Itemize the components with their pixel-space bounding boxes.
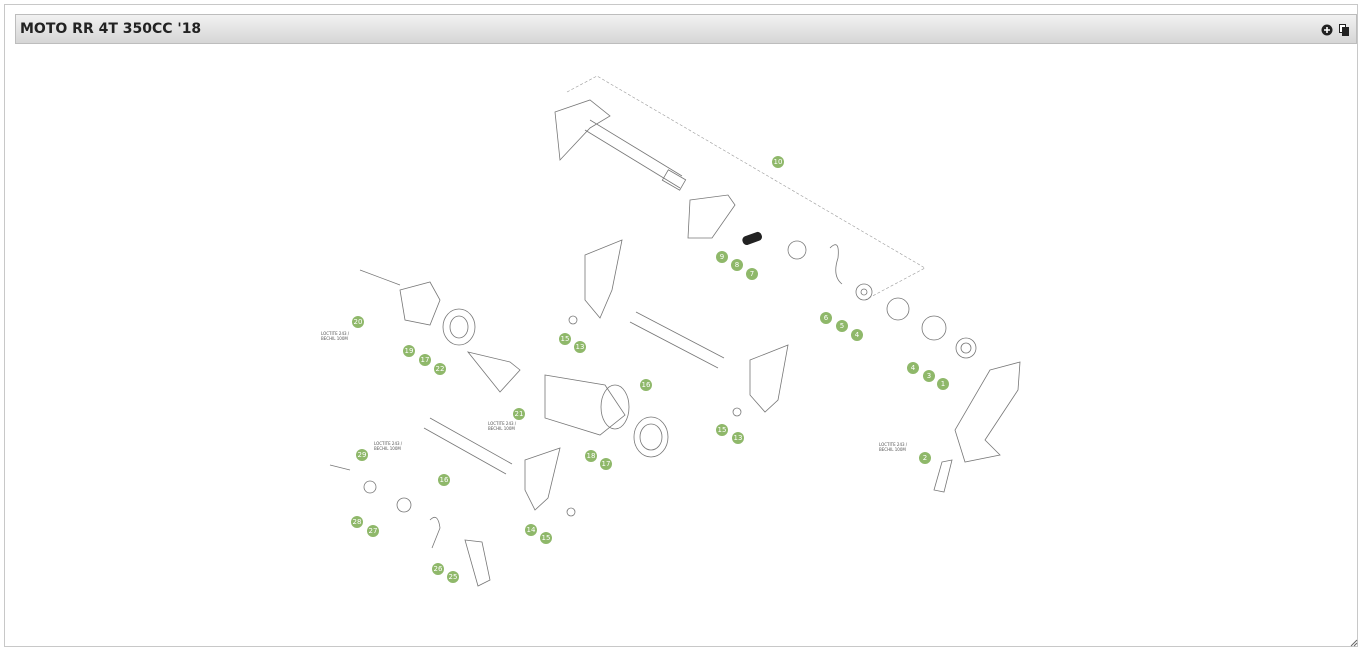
- callout-2[interactable]: 2: [919, 452, 931, 464]
- svg-text:7: 7: [750, 270, 754, 278]
- diagram-drawing: [329, 75, 1021, 587]
- callout-17a[interactable]: 17: [419, 354, 431, 366]
- svg-text:28: 28: [353, 518, 362, 526]
- callout-8[interactable]: 8: [731, 259, 743, 271]
- callout-25[interactable]: 25: [447, 571, 459, 583]
- svg-text:LOCTITE 243 /: LOCTITE 243 /: [879, 442, 908, 447]
- callout-15a[interactable]: 15: [559, 333, 571, 345]
- exploded-parts-diagram: 10 9 8 7 6 5 4 4 3 1 2 20 19 17 22 15 13…: [321, 75, 1021, 587]
- svg-text:26: 26: [434, 565, 443, 573]
- note-loctite-3: LOCTITE 243 /BECHIL 100M: [374, 441, 403, 451]
- callout-21[interactable]: 21: [513, 408, 525, 420]
- diagram-panel: MOTO RR 4T 350CC '18: [4, 4, 1358, 647]
- callout-26[interactable]: 26: [432, 563, 444, 575]
- svg-text:17: 17: [421, 356, 430, 364]
- svg-text:29: 29: [358, 451, 367, 459]
- callout-14[interactable]: 14: [525, 524, 537, 536]
- svg-text:15: 15: [561, 335, 570, 343]
- titlebar-icons: [1320, 23, 1350, 36]
- copy-icon[interactable]: [1337, 23, 1350, 36]
- callout-22[interactable]: 22: [434, 363, 446, 375]
- svg-text:LOCTITE 243 /: LOCTITE 243 /: [488, 421, 517, 426]
- callout-29[interactable]: 29: [356, 449, 368, 461]
- callout-15b[interactable]: 15: [716, 424, 728, 436]
- callout-16a[interactable]: 16: [640, 379, 652, 391]
- callout-7[interactable]: 7: [746, 268, 758, 280]
- svg-text:15: 15: [542, 534, 551, 542]
- svg-text:20: 20: [354, 318, 363, 326]
- svg-text:9: 9: [720, 253, 724, 261]
- note-loctite-1: LOCTITE 243 /BECHIL 100M: [321, 331, 350, 341]
- svg-text:15: 15: [718, 426, 727, 434]
- callout-5[interactable]: 5: [836, 320, 848, 332]
- svg-text:16: 16: [642, 381, 651, 389]
- callout-15c[interactable]: 15: [540, 532, 552, 544]
- svg-text:1: 1: [941, 380, 945, 388]
- callout-3[interactable]: 3: [923, 370, 935, 382]
- callout-13b[interactable]: 13: [732, 432, 744, 444]
- callout-20[interactable]: 20: [352, 316, 364, 328]
- svg-text:8: 8: [735, 261, 739, 269]
- svg-text:18: 18: [587, 452, 596, 460]
- svg-text:22: 22: [436, 365, 445, 373]
- callout-28[interactable]: 28: [351, 516, 363, 528]
- svg-text:27: 27: [369, 527, 378, 535]
- callout-19[interactable]: 19: [403, 345, 415, 357]
- callout-17b[interactable]: 17: [600, 458, 612, 470]
- svg-text:17: 17: [602, 460, 611, 468]
- svg-text:10: 10: [774, 158, 783, 166]
- note-loctite-4: LOCTITE 243 /BECHIL 100M: [879, 442, 908, 452]
- svg-text:4: 4: [855, 331, 860, 339]
- callout-13a[interactable]: 13: [574, 341, 586, 353]
- callout-9[interactable]: 9: [716, 251, 728, 263]
- svg-text:13: 13: [576, 343, 585, 351]
- resize-grip-icon[interactable]: [1348, 637, 1358, 647]
- add-circle-icon[interactable]: [1320, 23, 1333, 36]
- callout-4a[interactable]: 4: [851, 329, 863, 341]
- callout-1[interactable]: 1: [937, 378, 949, 390]
- callout-16b[interactable]: 16: [438, 474, 450, 486]
- svg-text:3: 3: [927, 372, 931, 380]
- svg-text:5: 5: [840, 322, 844, 330]
- svg-text:LOCTITE 243 /: LOCTITE 243 /: [321, 331, 350, 336]
- panel-titlebar: MOTO RR 4T 350CC '18: [15, 14, 1357, 44]
- svg-text:16: 16: [440, 476, 449, 484]
- svg-text:13: 13: [734, 434, 743, 442]
- callout-18[interactable]: 18: [585, 450, 597, 462]
- svg-text:BECHIL 100M: BECHIL 100M: [879, 447, 906, 452]
- callout-27[interactable]: 27: [367, 525, 379, 537]
- svg-text:6: 6: [824, 314, 829, 322]
- svg-text:BECHIL 100M: BECHIL 100M: [488, 426, 515, 431]
- note-loctite-2: LOCTITE 243 /BECHIL 100M: [488, 421, 517, 431]
- svg-text:LOCTITE 243 /: LOCTITE 243 /: [374, 441, 403, 446]
- svg-text:19: 19: [405, 347, 414, 355]
- svg-text:21: 21: [515, 410, 524, 418]
- svg-text:4: 4: [911, 364, 916, 372]
- callout-6[interactable]: 6: [820, 312, 832, 324]
- svg-text:BECHIL 100M: BECHIL 100M: [321, 336, 348, 341]
- svg-text:BECHIL 100M: BECHIL 100M: [374, 446, 401, 451]
- svg-text:25: 25: [449, 573, 458, 581]
- svg-text:14: 14: [527, 526, 536, 534]
- panel-title: MOTO RR 4T 350CC '18: [20, 21, 202, 37]
- svg-text:2: 2: [923, 454, 927, 462]
- callout-4b[interactable]: 4: [907, 362, 919, 374]
- callout-10[interactable]: 10: [772, 156, 784, 168]
